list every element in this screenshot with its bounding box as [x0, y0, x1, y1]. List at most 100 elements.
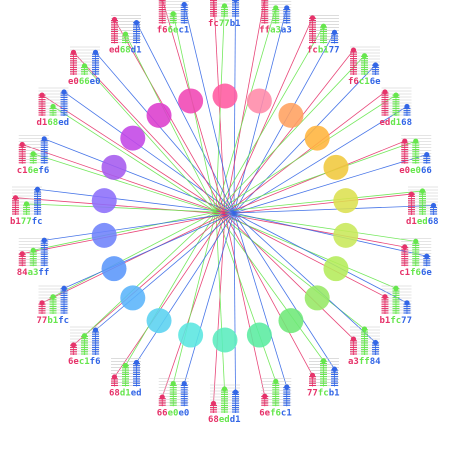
glyph-bar-dot	[402, 138, 408, 144]
connector-line	[136, 212, 235, 363]
glyph: 77fcb1	[307, 358, 340, 398]
glyph-label: 84a3ff	[17, 268, 50, 278]
glyph-bar-dot	[30, 247, 36, 253]
connector-line	[44, 138, 235, 214]
glyph-label-part: 77	[329, 46, 340, 56]
glyph-label-part: a3	[270, 26, 281, 36]
color-circle	[101, 256, 127, 282]
glyph-label: 77b1fc	[37, 316, 70, 326]
glyph: fc77b1	[208, 0, 241, 29]
connector-line	[233, 212, 408, 304]
glyph: a3ff84	[348, 326, 381, 367]
connector-line	[233, 205, 434, 214]
glyph-label: e066e0	[68, 77, 101, 87]
connector-line	[63, 212, 235, 289]
glyph-label-part: c1	[79, 357, 90, 367]
connector-line	[224, 17, 313, 215]
glyph-label-part: 6e	[259, 408, 270, 418]
glyph-label-part: d1	[390, 118, 401, 128]
connector-line	[224, 213, 354, 340]
glyph-label-part: 84	[370, 357, 381, 367]
glyph-label-part: b1	[379, 316, 390, 326]
glyph-label-part: c1	[281, 408, 292, 418]
glyph-label: ed68d1	[109, 46, 142, 56]
glyph-bar-dot	[34, 186, 41, 192]
glyph-label-part: e0	[178, 408, 189, 418]
color-circle	[246, 322, 272, 348]
rgb-glyphs: fc77b1ffa3a3fcb177f6c16eedd168e0e066d1ed…	[10, 0, 439, 425]
glyph-bar-dot	[133, 19, 140, 26]
glyph-label-part: 6e	[28, 166, 39, 176]
glyph-bar-dot	[284, 5, 290, 11]
glyph-label-part: 66	[157, 408, 168, 418]
color-circle	[120, 125, 146, 151]
connector-line	[183, 212, 235, 384]
color-circle	[178, 322, 204, 348]
glyph-bar-dot	[12, 195, 19, 201]
glyph-label: 68edd1	[208, 415, 241, 425]
connector-line	[215, 140, 416, 213]
glyph-label-part: fc	[307, 46, 318, 56]
glyph-bar-dot	[320, 23, 327, 29]
glyph-label-part: b1	[329, 388, 340, 398]
connector-line	[161, 213, 226, 398]
glyph-bar-dot	[23, 201, 30, 207]
glyph-bar-dot	[181, 1, 187, 8]
connector-line	[44, 212, 235, 241]
glyph-label-part: d1	[230, 415, 241, 425]
glyph-bar-dot	[19, 251, 25, 257]
connector-line	[33, 153, 217, 213]
glyph-label: 68d1ed	[109, 388, 142, 398]
connector-line	[224, 193, 412, 215]
glyph-bar-dot	[111, 374, 118, 380]
glyph-bar-dot	[39, 92, 45, 98]
glyph-bar-dot	[122, 362, 129, 369]
glyph-bar-dot	[404, 103, 410, 110]
glyph-label-part: ff	[259, 26, 270, 36]
glyph-label-part: ed	[131, 388, 142, 398]
glyph-label: d168ed	[37, 118, 70, 128]
glyph-label-part: a3	[281, 26, 292, 36]
glyph-bar-dot	[361, 53, 368, 59]
connector-line	[224, 213, 313, 376]
color-circle	[120, 285, 146, 311]
glyph: 77b1fc	[37, 285, 70, 326]
connector-line	[84, 65, 217, 213]
color-circle	[146, 102, 172, 128]
connector-line	[33, 211, 217, 251]
connector-line	[15, 197, 226, 215]
glyph-bar-dot	[372, 339, 379, 346]
connector-line	[215, 5, 225, 213]
glyph-bar-dot	[402, 244, 408, 250]
glyph-label: f6c16e	[348, 77, 381, 87]
glyph-label-part: a3	[28, 268, 39, 278]
glyph-label: a3ff84	[348, 357, 381, 367]
glyph-label-part: f6	[348, 77, 359, 87]
glyph-label-part: e0	[399, 166, 410, 176]
glyph-bar-dot	[232, 389, 239, 395]
glyph-bar-dot	[159, 0, 165, 2]
glyph: f66ec1	[157, 0, 189, 36]
color-circles	[91, 83, 359, 353]
glyph-bar-dot	[350, 336, 357, 342]
glyph-bar-dot	[320, 358, 327, 364]
glyph-label-part: a3	[348, 357, 359, 367]
glyph-label-part: c1	[178, 26, 189, 36]
connector-line	[215, 55, 365, 213]
glyph-label-part: f6	[270, 408, 281, 418]
connector-line	[52, 106, 217, 213]
connector-line	[95, 212, 235, 331]
connector-line	[233, 0, 236, 214]
glyph-label-part: 84	[17, 268, 28, 278]
glyph: c1f66e	[399, 237, 432, 278]
glyph: c16ef6	[17, 135, 49, 176]
glyph-label-part: 68	[401, 118, 412, 128]
color-circle	[333, 188, 359, 214]
glyph-bar-dot	[133, 359, 140, 366]
glyph-label-part: 6e	[421, 268, 432, 278]
connector-line	[172, 13, 217, 213]
glyph-label-part: 77	[307, 388, 318, 398]
glyph-label: e0e066	[399, 166, 432, 176]
color-circle	[323, 154, 349, 180]
glyph-label-part: fc	[208, 19, 219, 29]
